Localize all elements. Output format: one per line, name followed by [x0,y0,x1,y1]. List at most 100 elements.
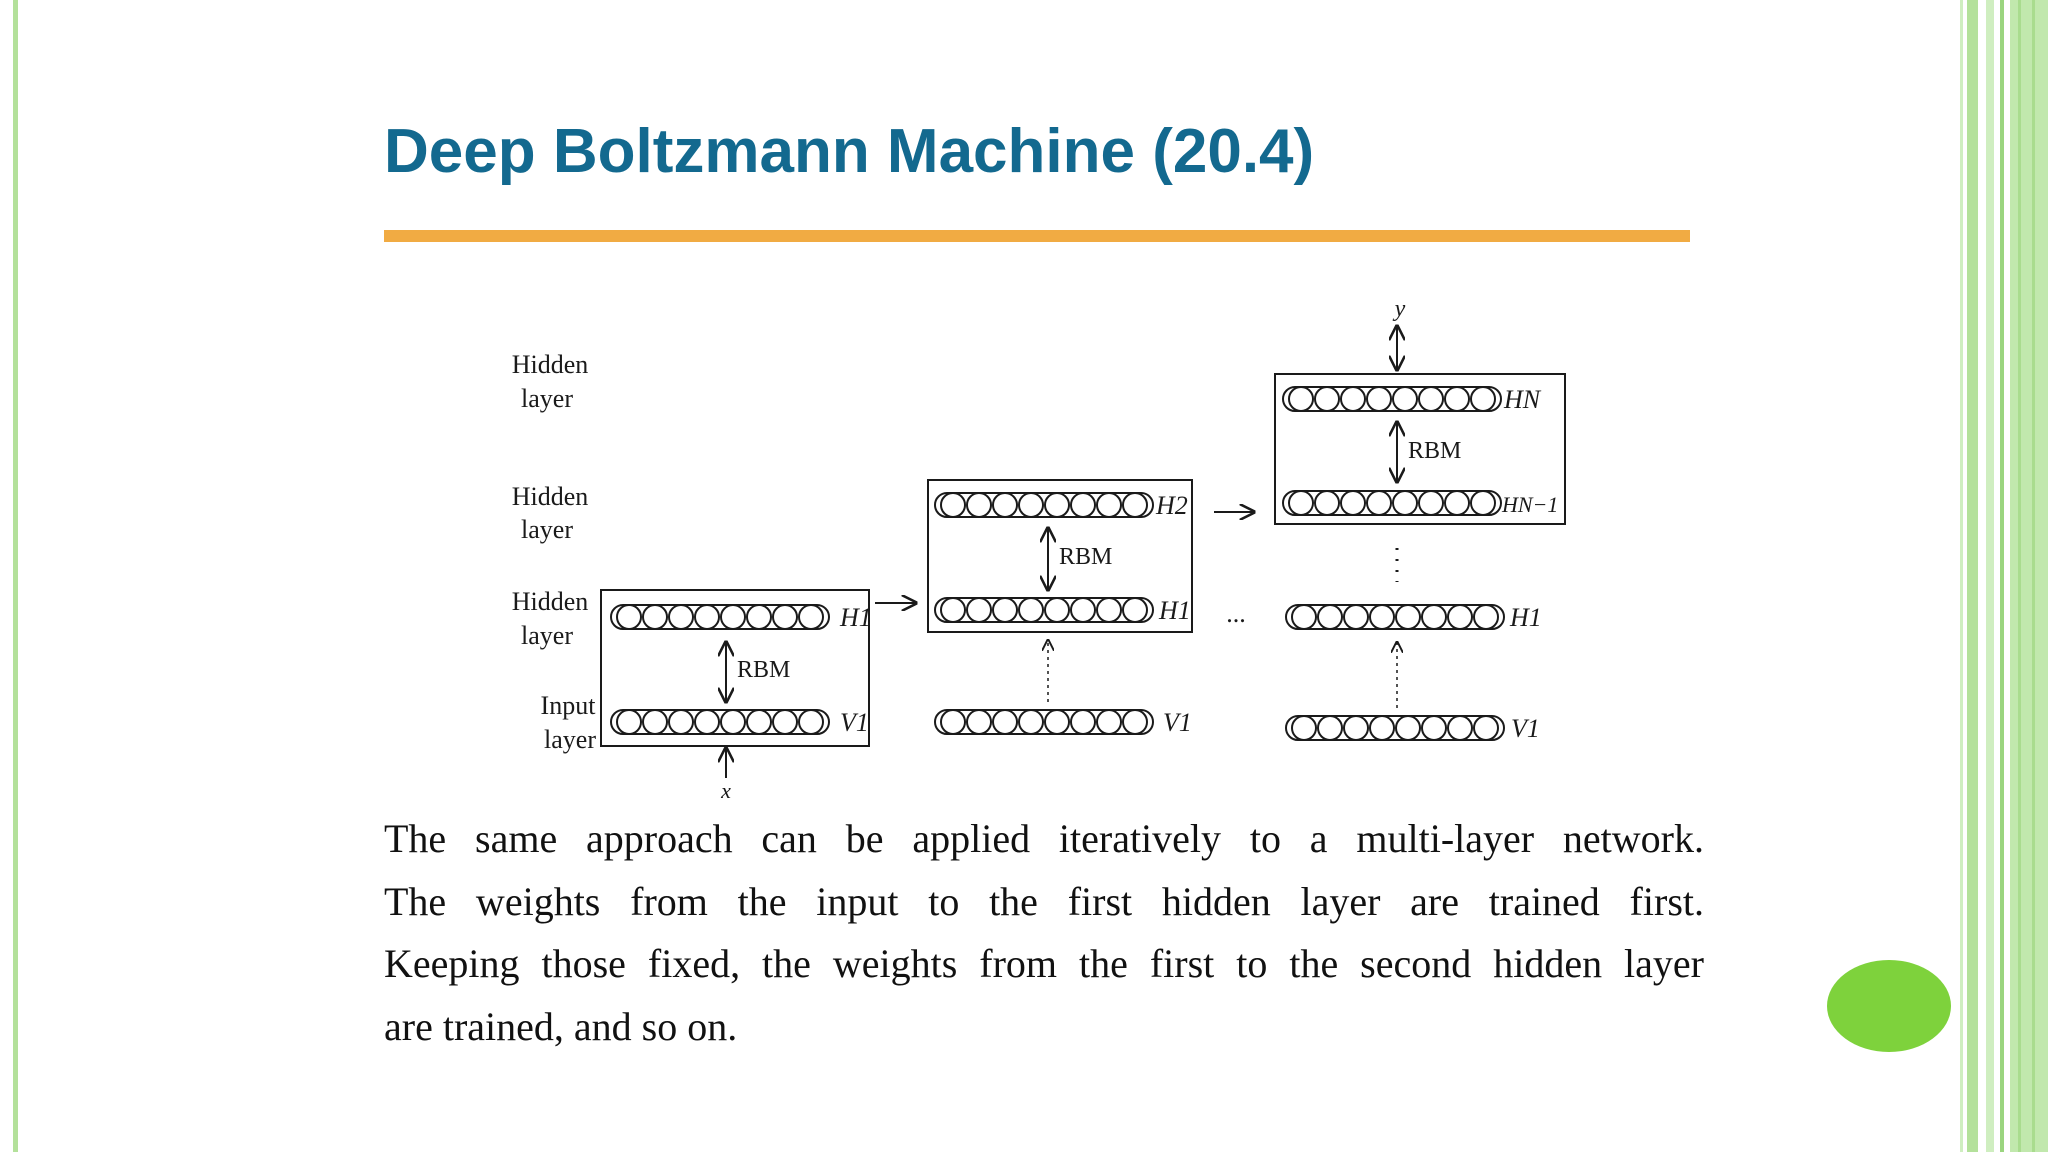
neuron-unit [772,709,798,735]
neuron-unit [1044,709,1070,735]
stage-3-v1-label: V1 [1511,714,1540,743]
neuron-unit [1418,386,1444,412]
neuron-unit [940,492,966,518]
hidden-layer-label-mid: Hidden [512,482,589,511]
neuron-unit [1343,604,1369,630]
title-underline [384,230,1690,242]
layer-capsule [610,604,830,630]
hidden-layer-label-top: Hidden [512,350,589,379]
neuron-unit [1122,492,1148,518]
neuron-unit [1447,715,1473,741]
neuron-unit [992,709,1018,735]
stage-2-h1-label: H1 [1158,596,1191,625]
neuron-unit [1018,492,1044,518]
neuron-unit [1317,715,1343,741]
neuron-unit [1418,490,1444,516]
neuron-unit [1392,386,1418,412]
neuron-unit [746,604,772,630]
stage-2-mid-units [934,597,1154,623]
stage-3-top-units [1282,386,1502,412]
neuron-unit [1473,715,1499,741]
neuron-unit [992,492,1018,518]
neuron-unit [1317,604,1343,630]
body-line-1: The same approach can be applied iterati… [384,816,1704,861]
neuron-unit [720,604,746,630]
neuron-unit [1291,715,1317,741]
stage-3-visible-units [1285,715,1505,741]
neuron-unit [940,597,966,623]
neuron-unit [1096,492,1122,518]
stage-1-box [600,589,870,747]
neuron-unit [1421,604,1447,630]
neuron-unit [1122,709,1148,735]
neuron-unit [1369,715,1395,741]
neuron-unit [1473,604,1499,630]
hidden-layer-label-low: Hidden [512,587,589,616]
neuron-unit [1444,386,1470,412]
stage-3-h1-label: H1 [1509,603,1542,632]
neuron-unit [1096,597,1122,623]
neuron-unit [1070,709,1096,735]
green-circle-decoration [1827,960,1951,1052]
neuron-unit [1314,386,1340,412]
neuron-unit [1343,715,1369,741]
hidden-layer-label-top-line2: layer [521,384,573,413]
neuron-unit [642,709,668,735]
neuron-unit [772,604,798,630]
stage-3-rbm-label: RBM [1408,438,1461,464]
neuron-unit [1314,490,1340,516]
neuron-unit [966,597,992,623]
neuron-unit [1340,490,1366,516]
neuron-unit [1070,597,1096,623]
stage-2-h2-label: H2 [1155,491,1188,520]
neuron-unit [1044,597,1070,623]
stage-1-hidden-units [610,604,830,630]
neuron-unit [1044,492,1070,518]
stage-3-hn1-label: HN−1 [1501,492,1558,517]
neuron-unit [1395,604,1421,630]
neuron-unit [746,709,772,735]
stage-2-rbm: H2 RBM H1 V1 [927,479,1193,737]
stage-2-box [927,479,1193,633]
layer-capsule [934,492,1154,518]
neuron-unit [1366,386,1392,412]
body-paragraph: The same approach can be applied iterati… [384,808,1704,1058]
stage-3-second-units [1282,490,1502,516]
stage-1-rbm: H1 RBM V1 x [600,589,872,803]
neuron-unit [1288,386,1314,412]
neuron-unit [798,709,824,735]
stage-3-hn-label: HN [1503,385,1542,414]
neuron-unit [1096,709,1122,735]
neuron-unit [1122,597,1148,623]
neuron-unit [1340,386,1366,412]
right-border-decoration [1960,0,2048,1152]
neuron-unit [1421,715,1447,741]
neuron-unit [694,709,720,735]
neuron-unit [940,709,966,735]
stage-2-visible-units [934,709,1154,735]
stage-1-v1-label: V1 [840,708,869,737]
slide-title: Deep Boltzmann Machine (20.4) [384,117,1315,186]
layer-capsule [934,709,1154,735]
layer-capsule [934,597,1154,623]
neuron-unit [616,709,642,735]
neuron-unit [966,709,992,735]
neuron-unit [992,597,1018,623]
neuron-unit [1470,490,1496,516]
stage-ellipsis: ... [1226,599,1246,628]
layer-capsule [1285,604,1505,630]
neuron-unit [616,604,642,630]
neuron-unit [642,604,668,630]
neuron-unit [1018,709,1044,735]
output-y-label: y [1393,296,1406,322]
input-x-label: x [720,778,731,803]
neuron-unit [1369,604,1395,630]
stage-1-rbm-label: RBM [737,657,790,683]
layer-capsule [1282,490,1502,516]
neuron-unit [1444,490,1470,516]
neuron-unit [668,709,694,735]
body-line-4: are trained, and so on. [384,1003,738,1049]
neuron-unit [1291,604,1317,630]
layer-capsule [1282,386,1502,412]
